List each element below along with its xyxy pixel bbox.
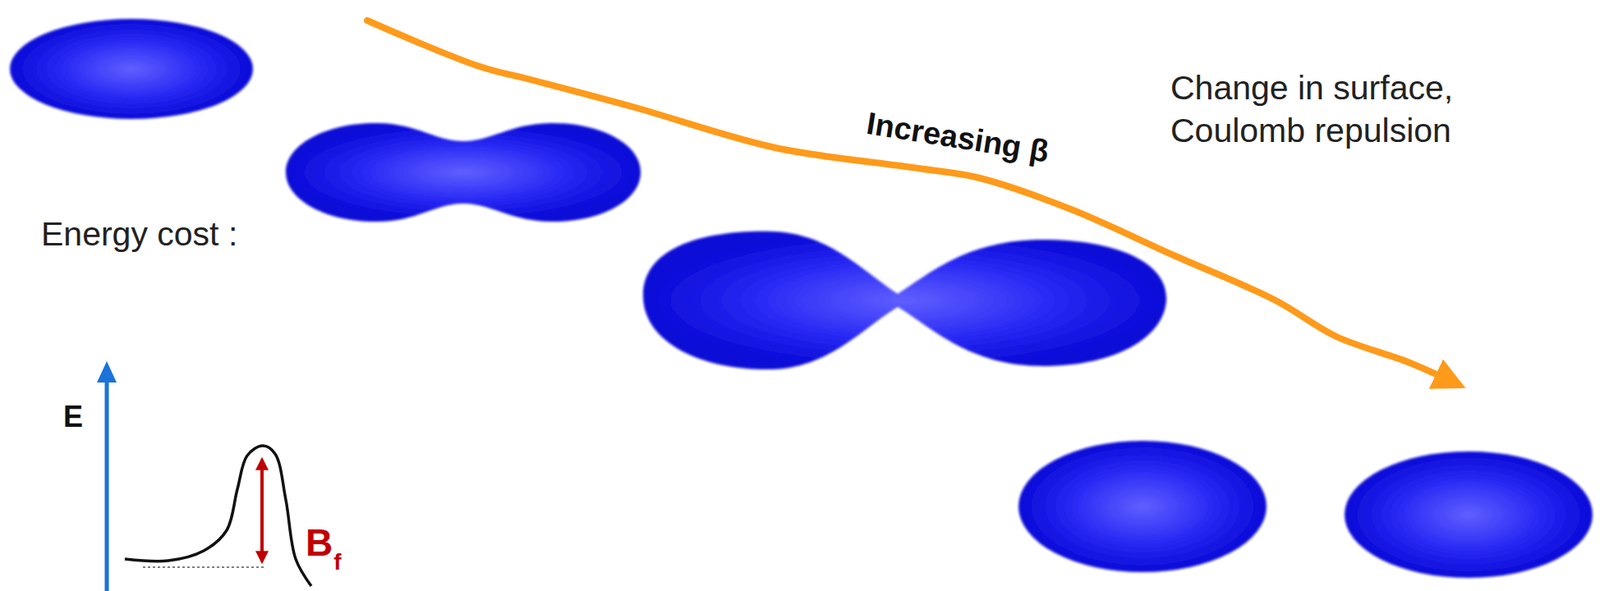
barrier-subscript: f [333, 548, 341, 577]
barrier-height-arrow [260, 459, 264, 562]
note-text: Energy cost : [41, 214, 238, 255]
fission-fragment [1018, 441, 1267, 573]
note-text: Change in surface, Coulomb repulsion [1170, 66, 1493, 152]
fission-fragment [1344, 451, 1593, 579]
reference-level [142, 566, 265, 569]
energy-axis [105, 379, 110, 591]
nucleus-scission [643, 231, 1167, 370]
energy-plot [96, 361, 312, 591]
barrier-symbol: B [305, 520, 333, 566]
barrier-curve-path [124, 445, 312, 587]
nucleus-ground-state [9, 18, 253, 120]
axis-label: E [63, 399, 83, 435]
barrier-curve [124, 445, 312, 587]
axis-arrowhead [96, 361, 117, 383]
nucleus-deformed [285, 123, 641, 222]
arrow-label: Increasing β [864, 105, 1052, 171]
